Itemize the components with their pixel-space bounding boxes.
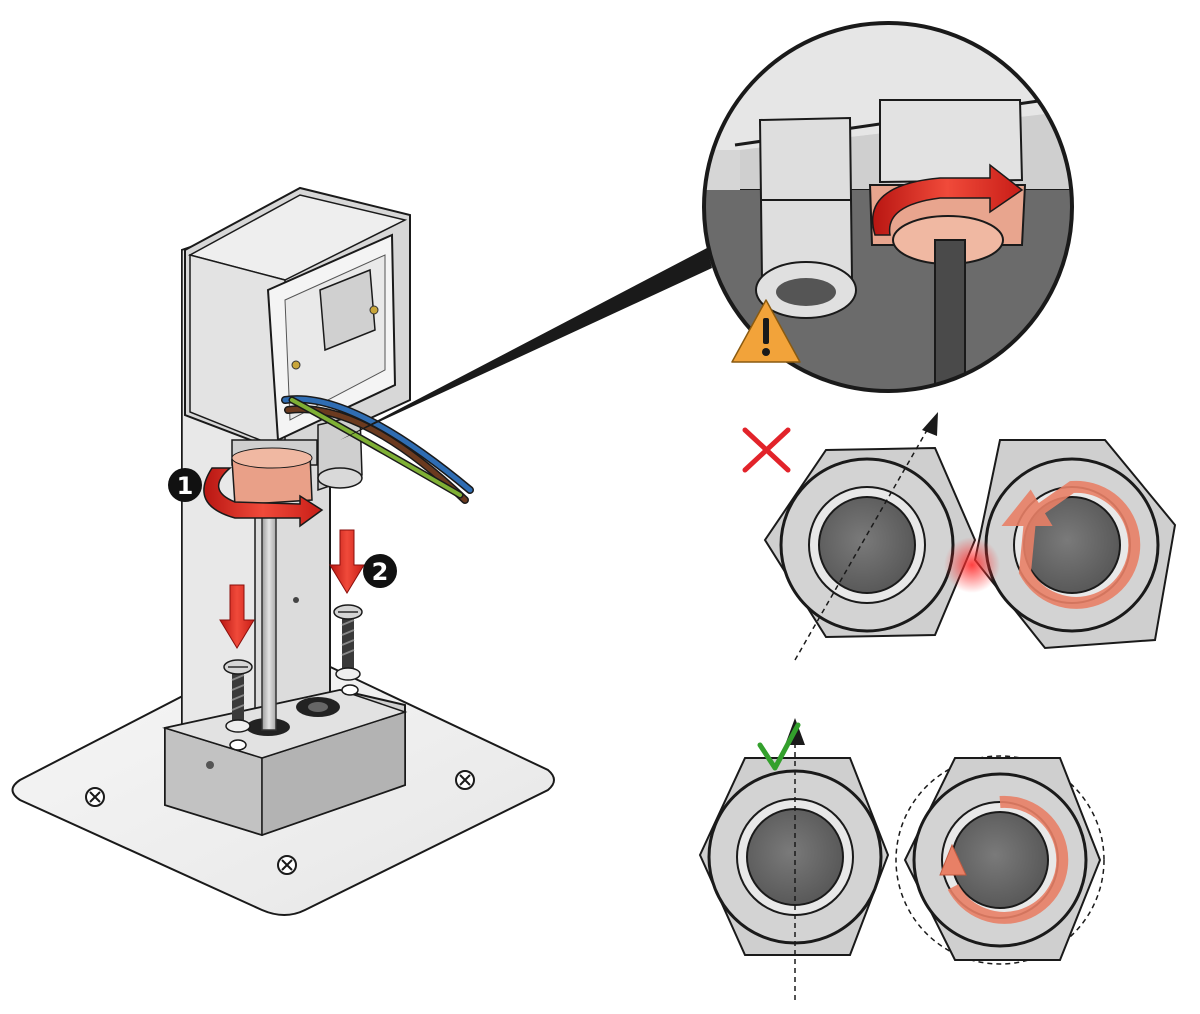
- check-icon: [757, 722, 801, 771]
- detail-view: [702, 21, 1074, 393]
- cable: [261, 489, 277, 731]
- junction-box: [184, 186, 411, 457]
- gland-nut-highlight: [231, 447, 313, 506]
- plate-screw-icon: [455, 770, 475, 790]
- collision-glow: [944, 537, 1000, 593]
- down-arrow-icon: [329, 529, 365, 594]
- correct-comparison: [698, 718, 1105, 1000]
- direction-arrow-icon: [922, 412, 938, 436]
- rotate-arrow-icon: [1001, 480, 1141, 609]
- step-1-badge: 1: [168, 468, 202, 502]
- svg-text:1: 1: [177, 472, 194, 500]
- mounting-screw-icon: [223, 659, 253, 751]
- rotate-arrow-icon: [947, 795, 1069, 924]
- rotate-arrow-icon: [871, 163, 1024, 236]
- cross-icon: [742, 427, 791, 473]
- main-assembly: 1 2: [11, 186, 712, 916]
- mounting-screw-icon: [333, 604, 363, 696]
- plate-screw-icon: [277, 855, 297, 875]
- rotate-arrow-icon: [203, 467, 324, 528]
- warning-icon: [731, 299, 801, 363]
- incorrect-comparison: [742, 412, 1177, 661]
- svg-text:2: 2: [372, 558, 389, 586]
- detail-callout-pointer: [340, 248, 712, 440]
- down-arrow-icon: [219, 584, 255, 649]
- step-2-badge: 2: [363, 554, 397, 588]
- plate-screw-icon: [85, 787, 105, 807]
